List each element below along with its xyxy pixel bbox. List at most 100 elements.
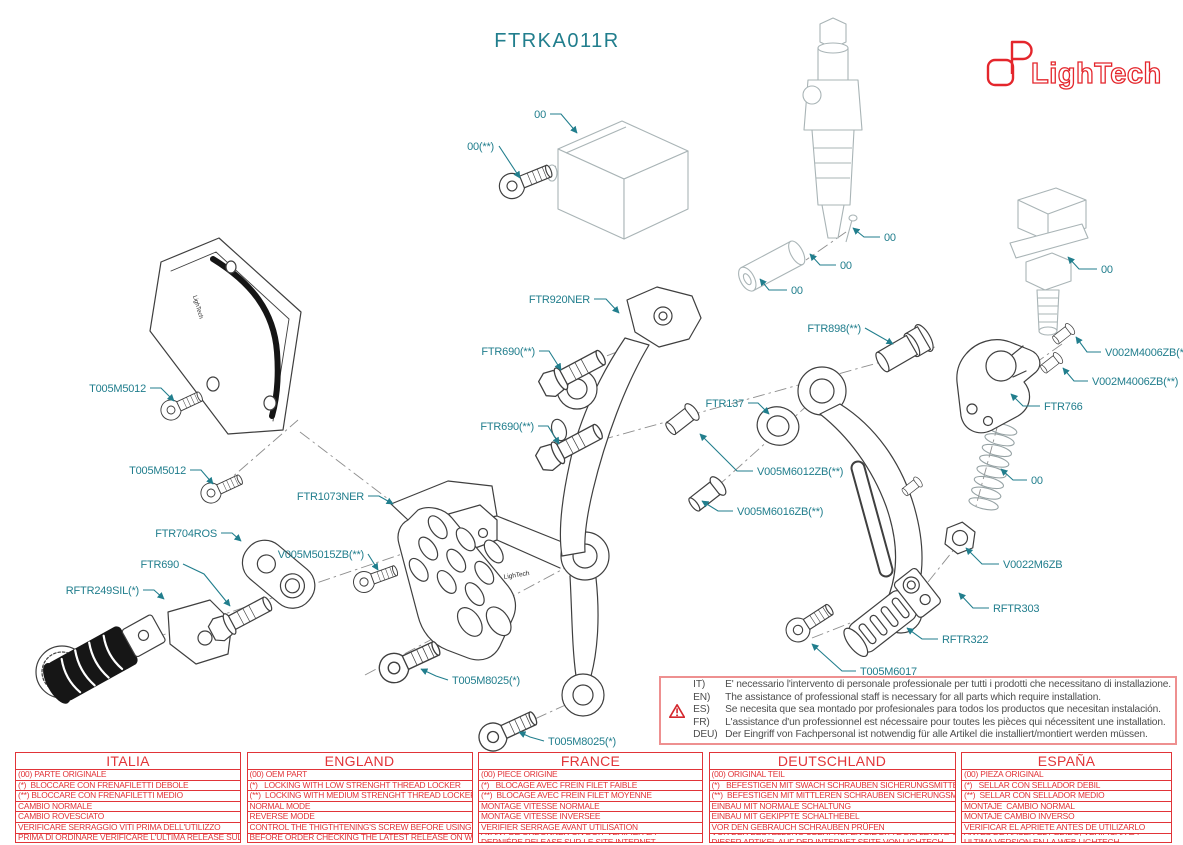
screw-v002m4006-2 — [1037, 350, 1065, 376]
part-label: V002M4006ZB(**) — [1092, 376, 1178, 388]
legend-table-deutschland: DEUTSCHLAND(00) ORIGINAL TEIL(*) BEFESTI… — [708, 752, 956, 843]
part-labels-layer: 00(**)000000000000FTR920NERFTR690(**)FTR… — [66, 109, 1183, 748]
part-label: 00 — [1101, 264, 1113, 276]
part-label: V005M6016ZB(**) — [737, 506, 823, 518]
clamp-ftr766 — [956, 339, 1041, 434]
legend-row: (00) OEM PART — [247, 770, 472, 781]
leader-line — [965, 547, 999, 565]
legend-table-españa: ESPAÑA(00) PIEZA ORIGINAL(*) SELLAR CON … — [961, 752, 1172, 843]
legend-row: MONTAJE CAMBIO INVERSO — [962, 812, 1171, 823]
leader-line — [809, 253, 836, 266]
bolt-ftr690-peg — [205, 591, 277, 645]
legend-row: (**) SELLAR CON SELLADOR MEDIO — [962, 791, 1171, 802]
part-label: 00 — [791, 285, 803, 297]
legend-row: CONTROL THE THIGTHTENING'S SCREW BEFORE … — [247, 822, 472, 834]
toe-peg-rftr322 — [843, 567, 941, 658]
legend-row: (00) PIECE ORIGINE — [479, 770, 702, 781]
warning-line: ES)Se necesita que sea montado por profe… — [693, 704, 1171, 716]
pin-ftr898 — [875, 324, 934, 373]
warning-lang: DEU) — [693, 729, 718, 741]
part-label: 00 — [1031, 475, 1043, 487]
legend-row: (*) BLOCAGE AVEC FREIN FILET FAIBLE — [479, 781, 702, 792]
legend-footer-line: ANTES DE HACER EL PEDIDO, VERIFICAR LA — [964, 834, 1169, 838]
footpeg-rftr249 — [35, 599, 233, 704]
screw-t005m6017 — [780, 597, 839, 648]
part-label: T005M5012 — [129, 465, 186, 477]
pin-v005m6016 — [684, 473, 730, 516]
oem-parts-group — [546, 17, 1089, 336]
part-label: 00(**) — [467, 141, 494, 153]
leader-line — [759, 278, 787, 291]
leader-line — [368, 495, 394, 505]
screw-t005m8025-2 — [473, 703, 542, 757]
legend-row: (00) PARTE ORIGINALE — [16, 770, 240, 781]
part-label: FTR704ROS — [155, 528, 217, 540]
leader-line — [748, 402, 770, 415]
warning-line: EN)The assistance of professional staff … — [693, 692, 1171, 704]
legend-footer-line: DERNIÉRE RELEASE SUR LE SITE INTERNET — [481, 836, 656, 842]
legend-footer-line: PRIMA DI ORDINARE VERIFICARE L'ULTIMA RE… — [18, 833, 240, 842]
legend-row: (**) BEFESTIGEN MIT MITTLEREN SCHRAUBEN … — [709, 791, 955, 802]
pin-v005m6012 — [661, 400, 703, 439]
screw-reservoir — [495, 158, 557, 203]
warning-triangle-icon — [669, 703, 686, 718]
leader-line — [550, 113, 578, 134]
legend-row: REVERSE MODE — [247, 812, 472, 823]
legend-row: MONTAGE VITESSE NORMALE — [479, 802, 702, 813]
washer-ftr137 — [756, 406, 800, 446]
legend-row: (*) BLOCCARE CON FRENAFILETTI DEBOLE — [16, 781, 240, 792]
warning-lines: IT) E' necessario l'intervento di persona… — [693, 679, 1171, 741]
legend-footer-line: ULTIMA VERSION EN LA WEB LIGHTECH — [964, 836, 1120, 842]
leader-line — [420, 668, 449, 681]
part-label: V0022M6ZB — [1003, 559, 1062, 571]
legend-table-title: ENGLAND — [247, 753, 472, 770]
legend-footer-line: DIESER ARTIKEL AUF DER INTERNET SEITE VO… — [711, 836, 944, 842]
legend-row: EINBAU MIT NORMALE SCHALTUNG — [709, 802, 955, 813]
legend-table-france: FRANCE(00) PIECE ORIGINE(*) BLOCAGE AVEC… — [478, 752, 703, 843]
legend-footer: VOR DER BESTELLUNG ÜBERPRÜFEN SIE BITTE … — [710, 834, 955, 842]
leader-line — [539, 350, 562, 371]
legend-footer: ANTES DE HACER EL PEDIDO, VERIFICAR LAUL… — [962, 834, 1171, 842]
part-label: FTR766 — [1044, 401, 1083, 413]
part-label: FTR690(**) — [480, 421, 534, 433]
part-label: RFTR249SIL(*) — [66, 585, 139, 597]
legend-row: VOR DEN GEBRAUCH SCHRAUBEN PRÜFEN — [709, 823, 955, 834]
lightech-logo-icon: LighTech — [986, 40, 1162, 91]
logo-text: LighTech — [1031, 58, 1161, 90]
part-label: 00 — [840, 260, 852, 272]
warning-lang: IT) — [693, 679, 706, 691]
part-label: V002M4006ZB(**) — [1105, 347, 1183, 359]
part-label: T005M6017 — [860, 666, 917, 678]
legend-footer: BEFORE ORDER CHECKING THE LATEST RELEASE… — [248, 834, 472, 842]
page-title: FTRKA011R — [494, 30, 620, 52]
nut-v0022m6 — [944, 521, 976, 555]
lightech-logo: LighTech — [981, 34, 1162, 101]
leader-line — [1010, 393, 1040, 407]
part-label: 00 — [534, 109, 546, 121]
warning-line: FR)L'assistance d'un professionnel est n… — [693, 717, 1171, 729]
heel-guard — [397, 507, 517, 661]
warning-lang: ES) — [693, 704, 710, 716]
legend-table-italia: ITALIA(00) PARTE ORIGINALE(*) BLOCCARE C… — [15, 752, 241, 843]
leader-line — [1075, 336, 1101, 353]
part-label: FTR920NER — [529, 294, 590, 306]
leader-line — [182, 563, 231, 607]
part-label: FTR690 — [140, 559, 179, 571]
leader-line — [190, 469, 214, 485]
warning-text: E' necessario l'intervento di personale … — [725, 679, 1171, 691]
part-label: T005M8025(*) — [452, 675, 520, 687]
legend-row: (00) PIEZA ORIGINAL — [962, 770, 1171, 781]
part-engraving: LighTech — [503, 570, 530, 581]
warning-text: Der Eingriff von Fachpersonal ist notwen… — [725, 729, 1148, 741]
heel-plate — [149, 237, 302, 435]
leader-line — [150, 387, 175, 402]
legend-footer: AVANT DE ORDONNER ON DOIT VERIFIER LADER… — [479, 834, 702, 842]
leader-line — [864, 327, 894, 345]
leader-line — [1000, 468, 1027, 481]
warning-text: The assistance of professional staff is … — [725, 691, 1101, 703]
legend-footer: PRIMA DI ORDINARE VERIFICARE L'ULTIMA RE… — [16, 834, 240, 842]
legend-table-title: ITALIA — [16, 753, 240, 770]
legend-table-title: DEUTSCHLAND — [709, 753, 955, 770]
legend-tables: ITALIA(00) PARTE ORIGINALE(*) BLOCCARE C… — [15, 752, 1172, 843]
legend-row: MONTAJE CAMBIO NORMAL — [962, 802, 1171, 813]
